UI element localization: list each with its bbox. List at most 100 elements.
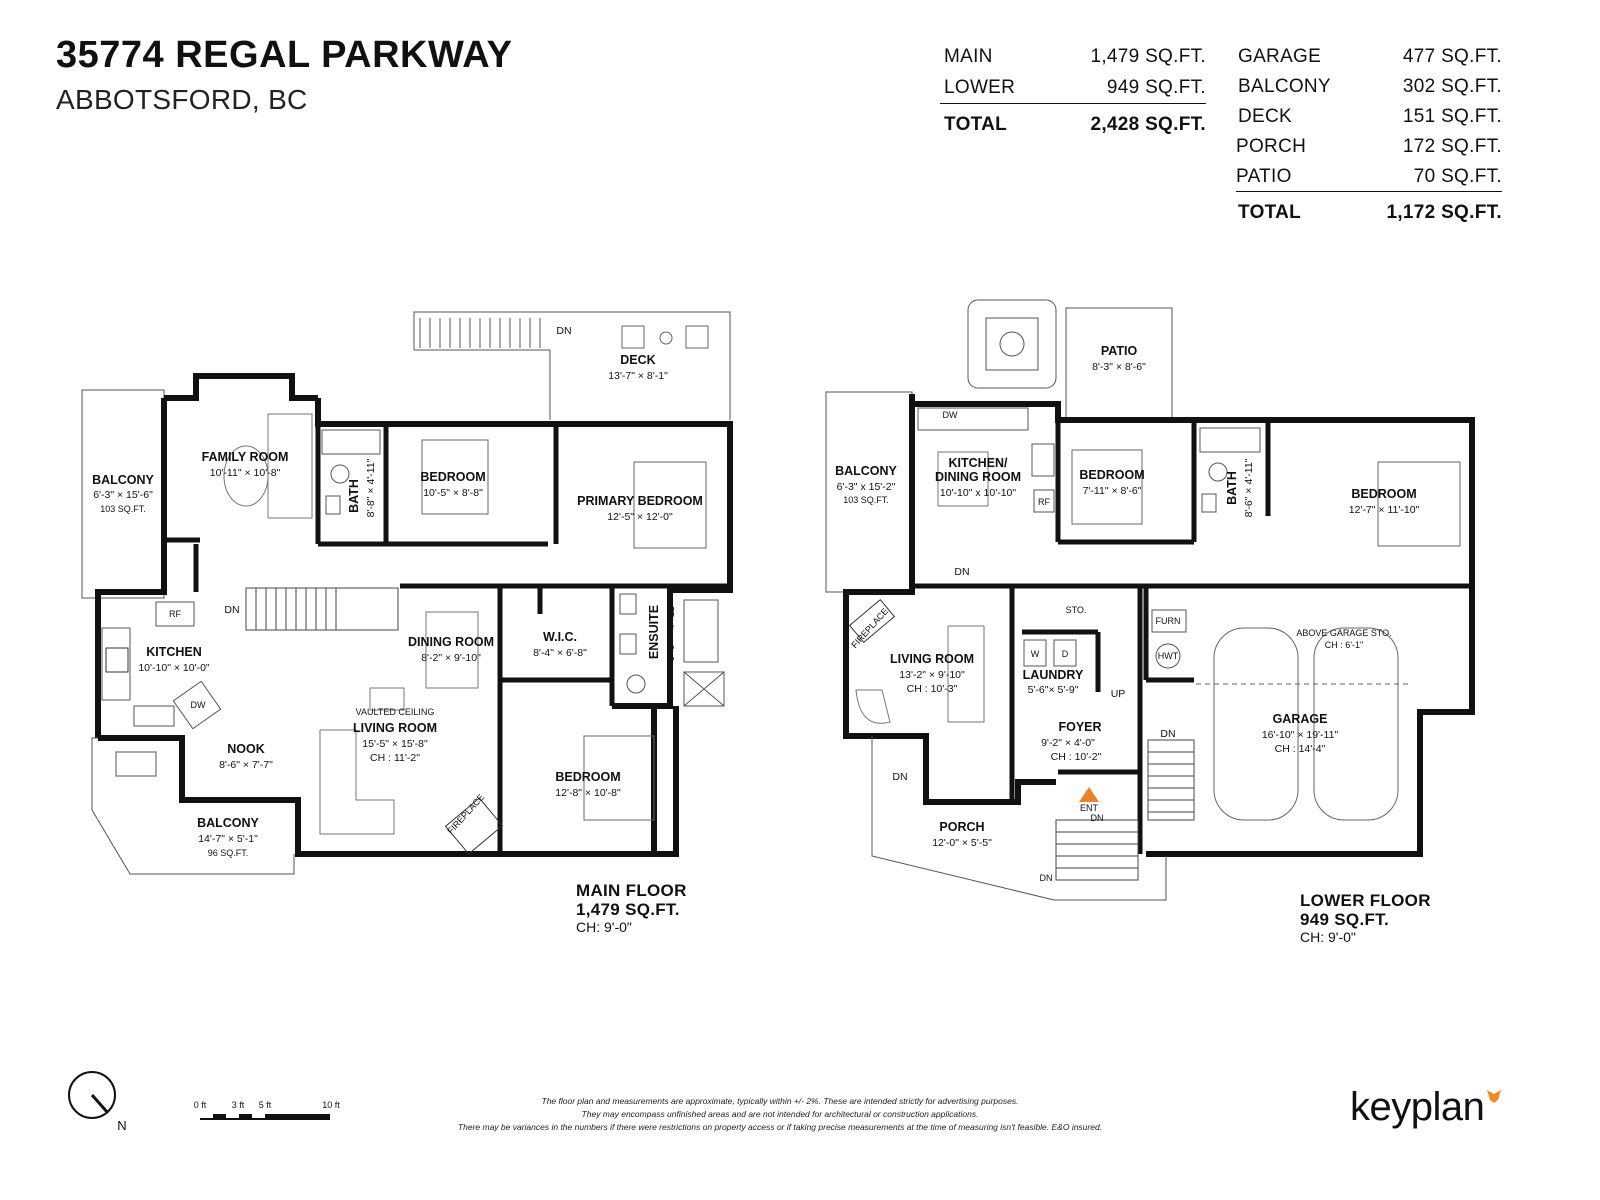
lower-bath-dim: 8'-6" × 4'-11" [1243, 458, 1255, 517]
area-value: 949 SQ.FT. [1106, 77, 1206, 98]
disclaimer-line: They may encompass unfinished areas and … [581, 1109, 979, 1119]
porch-stairs-dn: DN [892, 771, 907, 783]
area-value: 302 SQ.FT. [1402, 76, 1502, 97]
area-value: 172 SQ.FT. [1402, 136, 1502, 157]
entry-stairs-dn: DN [1040, 873, 1053, 883]
patio-dim: 8'-3" × 8'-6" [1092, 361, 1146, 373]
area-value: 151 SQ.FT. [1402, 106, 1502, 127]
main-bath-dim: 8'-8" × 4'-11" [365, 458, 377, 517]
dryer-tag: D [1062, 649, 1069, 659]
laundry-name: LAUNDRY [1023, 668, 1084, 682]
north-compass-icon: N [68, 1071, 127, 1133]
area-label: PORCH [1236, 136, 1307, 157]
primary-bedroom-dim: 12'-5" × 12'-0" [607, 511, 673, 523]
fox-logo-icon [1487, 1090, 1501, 1103]
lower-bedroom-2-name: BEDROOM [1351, 487, 1416, 501]
total-label: TOTAL [944, 114, 1008, 135]
scale-3: 3 ft [232, 1100, 245, 1110]
scale-5: 5 ft [259, 1100, 272, 1110]
nook-dim: 8'-6" × 7'-7" [219, 759, 273, 771]
area-divider [940, 103, 1206, 104]
main-floor-ceiling: CH: 9'-0" [576, 919, 632, 935]
main-floor-label: MAIN FLOOR [576, 881, 687, 900]
living-room-note: VAULTED CEILING [356, 707, 435, 717]
main-living-room-ch: CH : 11'-2" [370, 752, 420, 764]
lower-living-room-ch: CH : 10'-3" [907, 683, 958, 695]
lower-floor-label: LOWER FLOOR [1300, 891, 1431, 910]
scale-0: 0 ft [194, 1100, 207, 1110]
storage-tag: STO. [1066, 605, 1087, 615]
lower-floor-plan [825, 299, 1475, 901]
total-value: 2,428 SQ.FT. [1090, 114, 1206, 135]
main-balcony-2-name: BALCONY [197, 816, 259, 830]
area-value: 477 SQ.FT. [1402, 46, 1502, 67]
laundry-dim: 5'-6"× 5'-9" [1028, 684, 1079, 696]
lower-bath-name: BATH [1225, 471, 1239, 505]
family-room-name: FAMILY ROOM [202, 450, 289, 464]
main-bedroom-1-dim: 10'-5" × 8'-8" [423, 487, 483, 499]
area-label: BALCONY [1238, 76, 1331, 97]
lower-living-room-dim: 13'-2" × 9'-10" [899, 669, 965, 681]
lower-fridge-tag: RF [1038, 497, 1050, 507]
wic-name: W.I.C. [543, 630, 577, 644]
main-bath-name: BATH [347, 479, 361, 513]
main-kitchen-name: KITCHEN [146, 645, 202, 659]
disclaimer-line: The floor plan and measurements are appr… [541, 1096, 1019, 1106]
lower-bedroom-1-dim: 7'-11" × 8'-6" [1083, 485, 1142, 497]
porch-dim: 12'-0" × 5'-5" [932, 837, 992, 849]
lower-balcony-name: BALCONY [835, 464, 897, 478]
furnace-tag: FURN [1156, 616, 1181, 626]
area-value: 70 SQ.FT. [1413, 166, 1502, 187]
garage-ch: CH : 14'-4" [1275, 743, 1326, 755]
lower-kitchen-name2: DINING ROOM [935, 470, 1021, 484]
area-label: MAIN [944, 46, 993, 67]
lower-floor-area: 949 SQ.FT. [1300, 910, 1389, 929]
main-floor-area: 1,479 SQ.FT. [576, 900, 680, 919]
family-room-dim: 10'-11" × 10'-8" [210, 467, 281, 479]
garage-name: GARAGE [1273, 712, 1328, 726]
total-label: TOTAL [1238, 202, 1302, 223]
ensuite-name: ENSUITE [647, 605, 661, 659]
main-fridge-tag: RF [169, 609, 181, 619]
above-garage-storage-name: ABOVE GARAGE STO. [1296, 628, 1391, 638]
main-fireplace-tag: FIREPLACE [445, 792, 486, 836]
area-value: 1,479 SQ.FT. [1090, 46, 1206, 67]
main-bedroom-2-name: BEDROOM [555, 770, 620, 784]
dining-room-name: DINING ROOM [408, 635, 494, 649]
lower-stairs-dn: DN [954, 566, 969, 578]
main-living-room-dim: 15'-5" × 15'-8" [362, 738, 428, 750]
lower-fireplace-tag: FIREPLACE [849, 606, 890, 650]
lower-balcony-dim: 6'-3" x 15'-2" [837, 481, 896, 493]
nook-name: NOOK [227, 742, 265, 756]
deck-name: DECK [620, 353, 655, 367]
disclaimer: The floor plan and measurements are appr… [430, 1095, 1130, 1134]
main-dishwasher-tag: DW [191, 700, 206, 710]
washer-tag: W [1031, 649, 1040, 659]
dining-room-dim: 8'-2" × 9'-10" [421, 652, 481, 664]
stairs-up: UP [1111, 688, 1126, 700]
main-balcony-2-area: 96 SQ.FT. [208, 848, 249, 858]
patio-name: PATIO [1101, 344, 1138, 358]
lower-bedroom-1-name: BEDROOM [1079, 468, 1144, 482]
area-divider [1236, 191, 1502, 192]
area-label: DECK [1238, 106, 1292, 127]
lower-bedroom-2-dim: 12'-7" × 11'-10" [1349, 504, 1420, 516]
ensuite-dim: 9'-0" × 7'-11" [665, 602, 677, 661]
entry-marker-icon [1079, 787, 1099, 802]
scale-10: 10 ft [322, 1100, 340, 1110]
foyer-dim: 9'-2" × 4'-0" [1041, 737, 1095, 749]
lower-kitchen-name: KITCHEN/ [948, 456, 1008, 470]
area-label: GARAGE [1238, 46, 1322, 67]
main-balcony-1-name: BALCONY [92, 473, 154, 487]
porch-name: PORCH [939, 820, 984, 834]
disclaimer-line: There may be variances in the numbers if… [457, 1122, 1103, 1132]
keyplan-logo: keyplan [1350, 1085, 1485, 1130]
main-balcony-1-dim: 6'-3" × 15'-6" [93, 489, 153, 501]
property-city: ABBOTSFORD, BC [56, 84, 308, 115]
main-balcony-2-dim: 14'-7" × 5'-1" [198, 833, 258, 845]
hot-water-tank-tag: HWT [1158, 651, 1179, 661]
main-balcony-1-area: 103 SQ.FT. [100, 504, 146, 514]
main-floor-plan [81, 311, 733, 875]
primary-bedroom-name: PRIMARY BEDROOM [577, 494, 703, 508]
